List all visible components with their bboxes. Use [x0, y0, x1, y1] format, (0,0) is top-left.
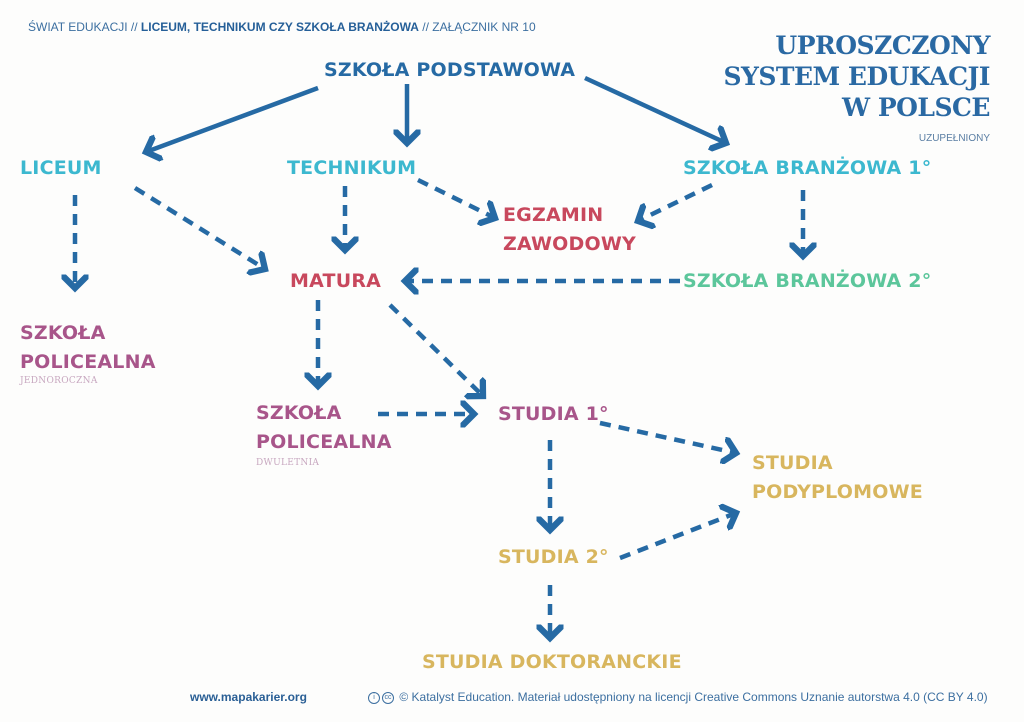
node-line: POLICEALNA — [256, 431, 392, 453]
arrow-dashed — [388, 303, 483, 396]
arrow-solid — [146, 85, 319, 152]
header-attachment: // ZAŁĄCZNIK NR 10 — [422, 20, 536, 34]
arrow-dashed — [417, 177, 495, 218]
cc-icon: cc — [382, 691, 394, 704]
node-technikum: TECHNIKUM — [287, 157, 417, 179]
node-line: PODYPLOMOWE — [752, 481, 923, 503]
node-szkola-branzowa-1: SZKOŁA BRANŻOWA 1° — [683, 157, 932, 179]
node-line: POLICEALNA — [20, 351, 156, 373]
node-liceum: LICEUM — [20, 157, 102, 179]
node-line: SZKOŁA — [256, 402, 342, 424]
note-jednoroczna: JEDNOROCZNA — [20, 376, 98, 386]
header-section: ŚWIAT EDUKACJI // — [28, 20, 138, 34]
node-szkola-branzowa-2: SZKOŁA BRANŻOWA 2° — [683, 270, 932, 292]
title-line: W POLSCE — [842, 93, 990, 122]
page-title: UPROSZCZONY SYSTEM EDUKACJI W POLSCE — [723, 30, 990, 123]
license-text: © Katalyst Education. Materiał udostępni… — [399, 690, 988, 704]
node-egzamin-zawodowy: EGZAMIN ZAWODOWY — [503, 201, 636, 259]
node-line: STUDIA — [752, 452, 833, 474]
node-studia-doktoranckie: STUDIA DOKTORANCKIE — [422, 651, 682, 673]
arrow-dashed — [638, 182, 713, 221]
node-line: ZAWODOWY — [503, 233, 636, 255]
node-szkola-podstawowa: SZKOŁA PODSTAWOWA — [324, 59, 576, 81]
node-studia-2: STUDIA 2° — [498, 546, 609, 568]
title-line: SYSTEM EDUKACJI — [723, 62, 990, 91]
node-studia-1: STUDIA 1° — [498, 403, 609, 425]
node-line: EGZAMIN — [503, 204, 604, 226]
node-line: SZKOŁA — [20, 322, 106, 344]
header-topic: LICEUM, TECHNIKUM CZY SZKOŁA BRANŻOWA — [140, 20, 419, 34]
title-line: UPROSZCZONY — [775, 31, 990, 60]
note-dwuletnia: DWULETNIA — [256, 458, 320, 468]
footer-url-link[interactable]: www.mapakarier.org — [190, 690, 307, 704]
arrow-dashed — [133, 186, 265, 269]
arrow-dashed — [599, 420, 736, 453]
breadcrumb-header: ŚWIAT EDUKACJI // LICEUM, TECHNIKUM CZY … — [28, 20, 536, 34]
subtitle: UZUPEŁNIONY — [918, 133, 990, 144]
cc-by-icon: i — [368, 691, 380, 704]
node-studia-podyplomowe: STUDIA PODYPLOMOWE — [752, 449, 923, 507]
arrow-solid — [584, 75, 726, 143]
node-szkola-policealna-2: SZKOŁA POLICEALNA — [256, 399, 392, 457]
node-matura: MATURA — [290, 270, 382, 292]
node-szkola-policealna-1: SZKOŁA POLICEALNA — [20, 319, 156, 377]
arrow-dashed — [619, 513, 736, 561]
